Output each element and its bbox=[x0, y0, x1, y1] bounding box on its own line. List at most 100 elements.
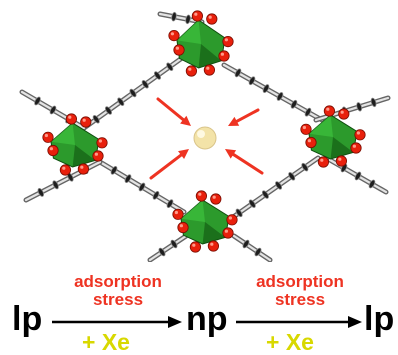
oxygen-highlight bbox=[307, 139, 311, 143]
linker bbox=[231, 233, 273, 262]
oxygen-highlight bbox=[220, 52, 224, 56]
oxygen-atom bbox=[59, 164, 72, 176]
carbon-atom bbox=[370, 97, 377, 108]
carbon-atom bbox=[288, 172, 296, 181]
oxygen-atom bbox=[191, 10, 203, 22]
carbon-atom bbox=[166, 62, 174, 71]
oxygen-atom bbox=[42, 131, 54, 143]
oxygen-atom bbox=[305, 136, 317, 149]
carbon-atom bbox=[104, 106, 113, 115]
reaction-arrows bbox=[52, 316, 362, 328]
carbon-atom bbox=[166, 199, 174, 209]
oxygen-highlight bbox=[49, 147, 54, 151]
compression-arrow bbox=[228, 108, 260, 126]
oxygen-atom bbox=[80, 116, 92, 128]
oxygen-atom bbox=[77, 163, 90, 175]
oxygen-atom bbox=[203, 64, 215, 76]
oxygen-atom bbox=[65, 113, 78, 125]
polyhedron-face-dark bbox=[202, 222, 226, 244]
metal-node-left bbox=[42, 113, 108, 176]
carbon-atom bbox=[340, 163, 348, 173]
compression-arrow bbox=[149, 149, 189, 180]
arrow-shaft bbox=[149, 153, 183, 180]
polyhedron-face-light bbox=[181, 200, 205, 222]
reaction-arrow-2-head bbox=[348, 316, 362, 328]
arrow-head bbox=[180, 115, 191, 126]
oxygen-atom bbox=[172, 208, 184, 220]
oxygen-highlight bbox=[224, 229, 228, 233]
carbon-atom bbox=[356, 102, 363, 112]
carbon-atom bbox=[171, 11, 177, 22]
oxygen-highlight bbox=[302, 125, 306, 130]
step2-label-adsorption: adsorption bbox=[256, 272, 344, 291]
oxygen-atom bbox=[168, 29, 180, 42]
carbon-atom bbox=[242, 239, 250, 249]
oxygen-highlight bbox=[340, 110, 344, 114]
oxygen-highlight bbox=[228, 216, 232, 220]
compression-arrow bbox=[225, 149, 264, 175]
carbon-atom bbox=[275, 181, 283, 190]
carbon-atom bbox=[49, 105, 57, 115]
metal-node-top bbox=[168, 10, 234, 77]
carbon-atom bbox=[141, 80, 149, 89]
oxygen-highlight bbox=[208, 15, 212, 19]
arrow-head bbox=[225, 149, 237, 159]
carbon-atom bbox=[37, 187, 45, 197]
arrow-shaft bbox=[156, 97, 185, 122]
oxygen-atom bbox=[173, 44, 185, 56]
step1-guest-xe: + Xe bbox=[82, 329, 130, 355]
oxygen-atom bbox=[195, 190, 207, 202]
polyhedron-face-light bbox=[51, 123, 75, 145]
carbon-atom bbox=[138, 182, 146, 192]
carbon-atom bbox=[354, 171, 362, 181]
oxygen-highlight bbox=[179, 224, 183, 228]
state-large-pore-left: lp bbox=[12, 300, 43, 338]
oxygen-atom bbox=[207, 240, 219, 252]
oxygen-highlight bbox=[206, 66, 210, 70]
linker bbox=[81, 55, 185, 131]
arrow-head bbox=[228, 116, 240, 126]
oxygen-highlight bbox=[356, 131, 360, 135]
linker bbox=[223, 155, 321, 225]
oxygen-highlight bbox=[175, 46, 179, 50]
oxygen-atom bbox=[226, 214, 238, 226]
state-large-pore-right: lp bbox=[364, 300, 395, 338]
carbon-atom bbox=[152, 190, 160, 200]
oxygen-atom bbox=[222, 35, 234, 48]
carbon-atom bbox=[276, 92, 284, 101]
carbon-atom bbox=[124, 174, 132, 184]
oxygen-atom bbox=[354, 129, 366, 141]
linker bbox=[147, 233, 189, 262]
arrow-head bbox=[178, 149, 189, 160]
polyhedron-face-dark bbox=[198, 44, 222, 68]
carbon-atom bbox=[368, 179, 376, 189]
carbon-atom bbox=[290, 99, 298, 109]
carbon-atom bbox=[304, 107, 312, 117]
oxygen-highlight bbox=[68, 115, 72, 119]
carbon-atom bbox=[92, 115, 100, 124]
compression-arrows bbox=[149, 97, 264, 180]
oxygen-highlight bbox=[198, 192, 202, 196]
linker-highlight bbox=[224, 156, 320, 224]
carbon-atom bbox=[261, 190, 269, 199]
carbon-atom bbox=[158, 247, 166, 257]
carbon-atom bbox=[110, 165, 118, 175]
step2-label-stress: stress bbox=[274, 290, 326, 309]
carbon-atom bbox=[117, 97, 125, 106]
mof-pore-structure bbox=[19, 10, 391, 262]
carbon-atom bbox=[170, 239, 178, 249]
polyhedron-face-light bbox=[309, 115, 333, 137]
linker bbox=[97, 159, 187, 215]
oxygen-atom bbox=[185, 65, 197, 77]
carbon-atom bbox=[234, 68, 242, 78]
oxygen-highlight bbox=[98, 139, 102, 143]
oxygen-atom bbox=[210, 193, 222, 205]
oxygen-highlight bbox=[44, 133, 49, 138]
oxygen-highlight bbox=[326, 107, 330, 111]
oxygen-atom bbox=[317, 156, 329, 168]
carbon-atom bbox=[301, 162, 309, 172]
carbon-atom bbox=[34, 96, 41, 106]
oxygen-highlight bbox=[174, 210, 178, 215]
oxygen-atom bbox=[222, 227, 234, 239]
oxygen-highlight bbox=[62, 166, 66, 170]
